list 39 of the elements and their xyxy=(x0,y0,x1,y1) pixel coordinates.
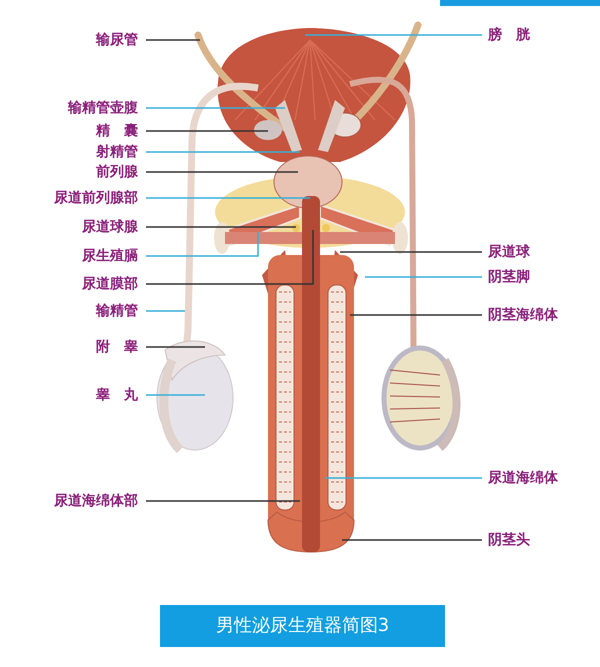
leader-line xyxy=(146,197,310,199)
part-label: 输尿管 xyxy=(96,31,138,49)
part-label: 尿生殖膈 xyxy=(82,247,138,265)
part-label: 阴茎脚 xyxy=(488,268,530,286)
part-label: 输精管 xyxy=(96,302,138,320)
part-label: 尿道前列腺部 xyxy=(54,189,138,207)
leader-line xyxy=(146,171,298,173)
part-label: 尿道球 xyxy=(488,243,530,261)
leader-line xyxy=(146,226,296,228)
caption: 男性泌尿生殖器简图3 xyxy=(160,605,445,647)
leader-line xyxy=(340,251,482,253)
leader-line xyxy=(146,39,200,41)
leader-line xyxy=(365,276,482,278)
leader-line xyxy=(146,107,285,109)
part-label: 尿道膜部 xyxy=(82,275,138,293)
leader-line xyxy=(305,34,482,36)
leader-line xyxy=(146,232,259,257)
leader-line xyxy=(146,346,205,348)
part-label: 膀 胱 xyxy=(488,26,530,44)
part-label: 精 囊 xyxy=(96,122,138,140)
leader-line xyxy=(146,310,185,312)
leader-line xyxy=(146,230,314,285)
part-label: 阴茎海绵体 xyxy=(488,306,558,324)
part-label: 附 睾 xyxy=(96,338,138,356)
leader-line xyxy=(146,500,300,502)
part-label: 睾 丸 xyxy=(96,386,138,404)
leader-line xyxy=(342,539,482,541)
part-label: 尿道海绵体部 xyxy=(54,492,138,510)
part-label: 射精管 xyxy=(96,143,138,161)
part-label: 前列腺 xyxy=(96,163,138,181)
leader-line xyxy=(325,477,482,479)
part-label: 输精管壶腹 xyxy=(68,99,138,117)
leader-line xyxy=(146,130,268,132)
part-label: 尿道球腺 xyxy=(82,218,138,236)
leader-line xyxy=(146,394,205,396)
leader-line xyxy=(350,314,482,316)
part-label: 阴茎头 xyxy=(488,531,530,549)
part-label: 尿道海绵体 xyxy=(488,469,558,487)
leader-line xyxy=(146,151,300,153)
